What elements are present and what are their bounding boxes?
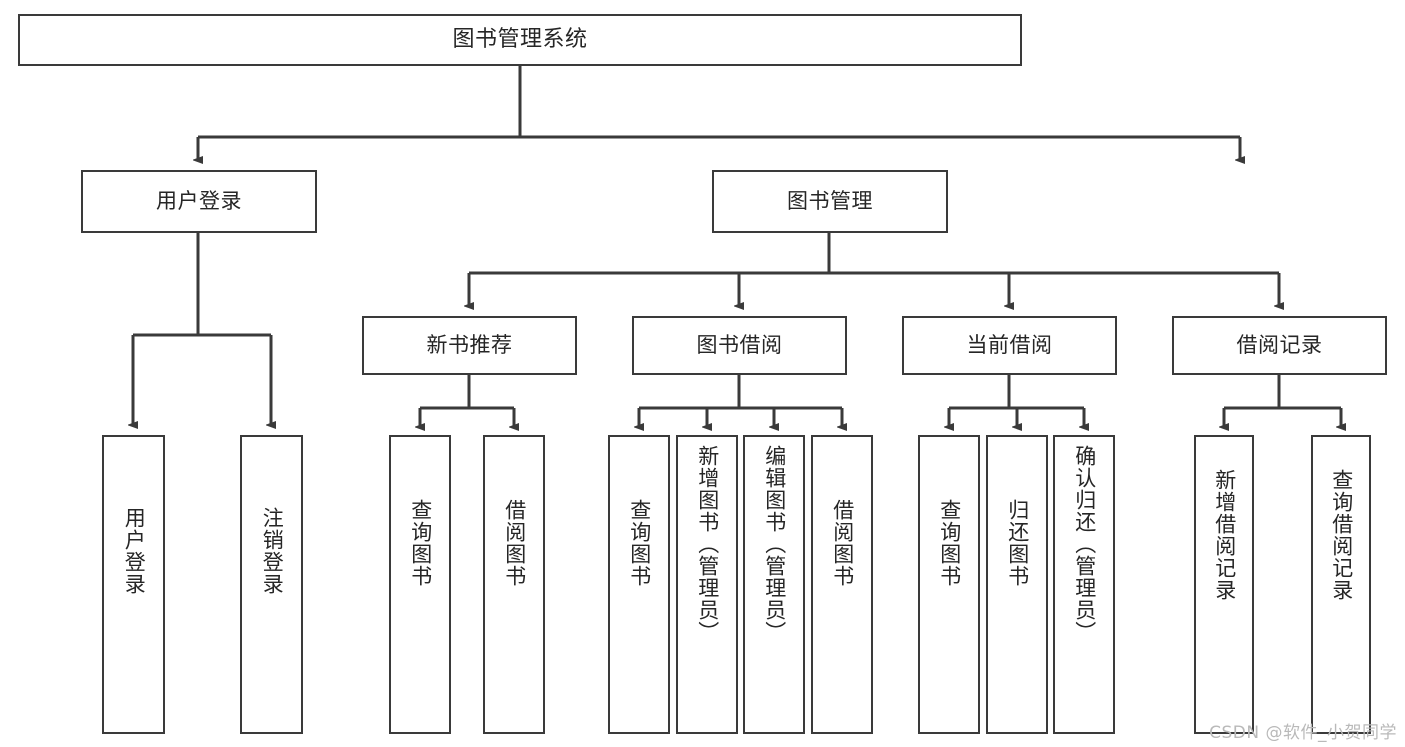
node-label: 注销登录 (260, 507, 285, 595)
node-root-book-management-system[interactable]: 图书管理系统 (18, 14, 1022, 66)
node-label: 当前借阅 (966, 332, 1053, 357)
node-book-management[interactable]: 图书管理 (712, 170, 948, 233)
watermark-csdn: CSDN @软件_小贺同学 (1209, 723, 1397, 743)
leaf-return-book[interactable]: 归还图书 (986, 435, 1048, 734)
node-label: 确认归还（管理员） (1072, 445, 1097, 643)
node-label: 用户登录 (156, 188, 242, 213)
leaf-query-borrow-record[interactable]: 查询借阅记录 (1311, 435, 1371, 734)
node-label: 编辑图书（管理员） (762, 445, 787, 643)
leaf-user-logout[interactable]: 注销登录 (240, 435, 303, 734)
node-label: 查询图书 (627, 499, 652, 587)
node-label: 新书推荐 (426, 332, 513, 357)
node-label: 图书管理系统 (452, 26, 588, 52)
node-label: 借阅图书 (502, 499, 527, 587)
leaf-query-book-current[interactable]: 查询图书 (918, 435, 980, 734)
node-user-login[interactable]: 用户登录 (81, 170, 317, 233)
node-current-borrow[interactable]: 当前借阅 (902, 316, 1117, 375)
leaf-borrow-book[interactable]: 借阅图书 (811, 435, 873, 734)
node-label: 查询图书 (937, 499, 962, 587)
node-label: 归还图书 (1005, 499, 1030, 587)
leaf-borrow-book-recommend[interactable]: 借阅图书 (483, 435, 545, 734)
node-label: 图书借阅 (696, 332, 783, 357)
node-label: 用户登录 (122, 507, 147, 595)
node-borrow-record[interactable]: 借阅记录 (1172, 316, 1387, 375)
leaf-query-book-borrow[interactable]: 查询图书 (608, 435, 670, 734)
node-label: 查询图书 (408, 499, 433, 587)
node-label: 查询借阅记录 (1329, 469, 1354, 601)
leaf-confirm-return[interactable]: 确认归还（管理员） (1053, 435, 1115, 734)
node-label: 借阅图书 (830, 499, 855, 587)
node-label: 借阅记录 (1236, 332, 1323, 357)
node-book-borrow[interactable]: 图书借阅 (632, 316, 847, 375)
node-new-book-recommend[interactable]: 新书推荐 (362, 316, 577, 375)
leaf-edit-book[interactable]: 编辑图书（管理员） (743, 435, 805, 734)
leaf-add-borrow-record[interactable]: 新增借阅记录 (1194, 435, 1254, 734)
node-label: 新增图书（管理员） (695, 445, 720, 643)
node-label: 新增借阅记录 (1212, 469, 1237, 601)
node-label: 图书管理 (787, 188, 873, 213)
leaf-user-login[interactable]: 用户登录 (102, 435, 165, 734)
leaf-query-book-recommend[interactable]: 查询图书 (389, 435, 451, 734)
leaf-add-book[interactable]: 新增图书（管理员） (676, 435, 738, 734)
